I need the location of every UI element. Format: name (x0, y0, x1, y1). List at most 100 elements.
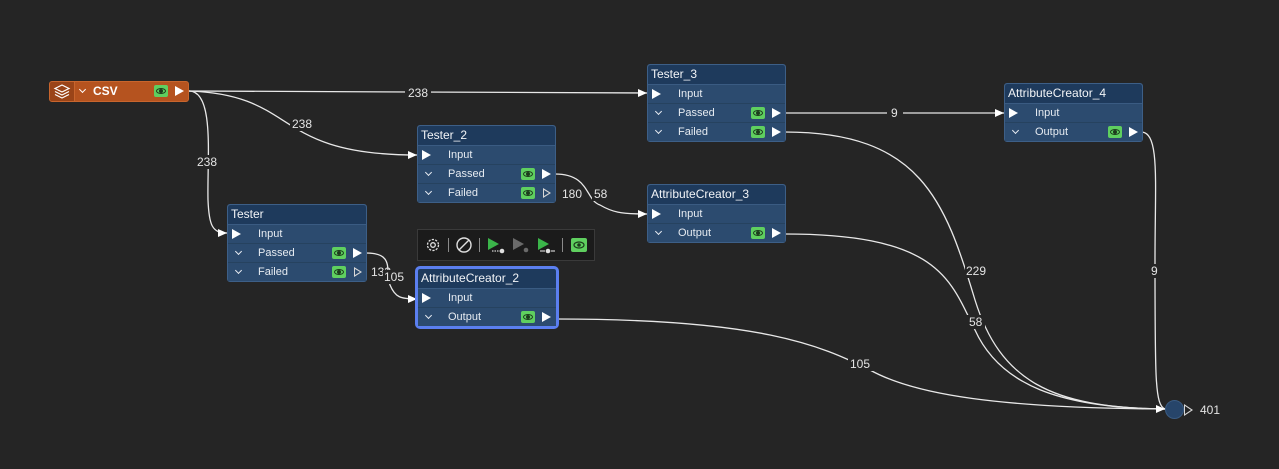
failed-port[interactable]: Failed (228, 263, 366, 281)
input-arrow-icon (232, 229, 241, 239)
input-port[interactable]: Input (228, 225, 366, 244)
run-to-this-icon[interactable] (486, 236, 505, 254)
port-label: Output (448, 311, 482, 323)
wire-arrowhead (408, 151, 417, 159)
chevron-down-icon[interactable] (653, 104, 665, 122)
output-port-arrow[interactable] (353, 248, 362, 258)
node-title: Tester_3 (648, 65, 785, 85)
eye-icon[interactable] (751, 126, 765, 138)
output-port-arrow[interactable] (542, 312, 551, 322)
toolbar-separator (479, 238, 480, 252)
input-port[interactable]: Input (648, 85, 785, 104)
connection-csv-tester-2[interactable] (188, 90, 418, 156)
output-port[interactable]: Output (648, 224, 785, 242)
attribute-creator-3-node[interactable]: AttributeCreator_3 Input Output (647, 184, 786, 243)
run-from-this-icon[interactable] (511, 236, 529, 254)
csv-reader[interactable]: CSV (49, 81, 189, 102)
input-port[interactable]: Input (648, 205, 785, 224)
count-bg (965, 264, 989, 278)
count-bg (887, 106, 903, 120)
eye-icon[interactable] (521, 187, 535, 199)
count-bg (592, 187, 610, 201)
count-tester-passed: 105 (383, 270, 406, 284)
output-port-arrow[interactable] (772, 108, 781, 118)
output-port-arrow[interactable] (772, 228, 781, 238)
eye-icon[interactable] (332, 266, 346, 278)
input-port[interactable]: Input (418, 146, 555, 165)
port-label: Passed (258, 247, 295, 259)
eye-icon[interactable] (154, 85, 168, 97)
connection-attribute-creator-3-output[interactable] (784, 233, 1166, 410)
count-csv-tester: 238 (197, 155, 217, 169)
count-csv-tester-3: 238 (408, 86, 428, 100)
failed-port[interactable]: Failed (648, 123, 785, 141)
chevron-down-icon[interactable] (233, 263, 245, 281)
chevron-down-icon[interactable] (77, 82, 89, 101)
input-arrow-icon (652, 89, 661, 99)
eye-icon[interactable] (751, 227, 765, 239)
attribute-creator-2-node[interactable]: AttributeCreator_2 Input Output (415, 266, 559, 329)
port-label: Failed (678, 126, 708, 138)
count-attribute-creator-3-output: 58 (969, 315, 983, 329)
node-toolbar (417, 229, 595, 261)
connection-csv-tester[interactable] (188, 90, 228, 234)
eye-icon[interactable] (332, 247, 346, 259)
input-port[interactable]: Input (418, 289, 556, 308)
output-port[interactable]: Output (418, 308, 556, 326)
unconnected-port-arrow[interactable] (543, 188, 551, 198)
connection-tester-passed[interactable] (365, 252, 418, 300)
eye-icon[interactable] (521, 311, 535, 323)
tester-3-node[interactable]: Tester_3 Input Passed Failed (647, 64, 786, 142)
inspect-icon[interactable] (570, 236, 588, 254)
port-label: Failed (448, 187, 478, 199)
count-junction-output: 401 (1200, 403, 1221, 417)
chevron-down-icon[interactable] (653, 123, 665, 141)
node-title: AttributeCreator_3 (648, 185, 785, 205)
tester-2-node[interactable]: Tester_2 Input Passed Failed (417, 125, 556, 203)
eye-icon[interactable] (751, 107, 765, 119)
eye-icon[interactable] (1108, 126, 1122, 138)
input-port[interactable]: Input (1005, 104, 1142, 123)
count-tester-3-passed: 9 (891, 106, 898, 120)
chevron-down-icon[interactable] (423, 308, 435, 326)
chevron-down-icon[interactable] (233, 244, 245, 262)
chevron-down-icon[interactable] (423, 184, 435, 202)
passed-port[interactable]: Passed (228, 244, 366, 263)
eye-icon[interactable] (521, 168, 535, 180)
connection-tester-2-passed[interactable] (554, 173, 648, 215)
port-label: Failed (258, 266, 288, 278)
wire-arrowhead (995, 109, 1004, 117)
connection-attribute-creator-4-output[interactable] (1140, 131, 1166, 410)
passed-port[interactable]: Passed (418, 165, 555, 184)
passed-port[interactable]: Passed (648, 104, 785, 123)
failed-port[interactable]: Failed (418, 184, 555, 202)
output-port-arrow[interactable] (772, 127, 781, 137)
input-arrow-icon (652, 209, 661, 219)
reader-label: CSV (93, 84, 118, 98)
output-port-arrow[interactable] (542, 169, 551, 179)
tester-node[interactable]: Tester Input Passed Failed (227, 204, 367, 282)
junction-output-arrow[interactable] (1184, 404, 1193, 416)
wire-arrowhead (638, 89, 647, 97)
chevron-down-icon[interactable] (423, 165, 435, 183)
output-port[interactable]: Output (1005, 123, 1142, 141)
wire-arrowhead (1156, 405, 1165, 413)
count-tester-2-failed: 180 (562, 187, 583, 201)
attribute-creator-4-node[interactable]: AttributeCreator_4 Input Output (1004, 83, 1143, 142)
node-title: Tester (228, 205, 366, 225)
port-label: Output (1035, 126, 1069, 138)
output-port-arrow[interactable] (1129, 127, 1138, 137)
run-just-this-icon[interactable] (536, 236, 555, 254)
port-label: Input (678, 88, 703, 100)
junction-node[interactable] (1165, 400, 1184, 419)
chevron-down-icon[interactable] (653, 224, 665, 242)
disable-icon[interactable] (455, 236, 473, 254)
gear-icon[interactable] (424, 236, 442, 254)
connection-tester-3-failed[interactable] (784, 131, 1166, 410)
unconnected-port-arrow[interactable] (354, 267, 362, 277)
output-port-arrow[interactable] (175, 86, 184, 96)
chevron-down-icon[interactable] (1010, 123, 1022, 141)
count-bg (405, 86, 431, 100)
input-arrow-icon (1009, 108, 1018, 118)
